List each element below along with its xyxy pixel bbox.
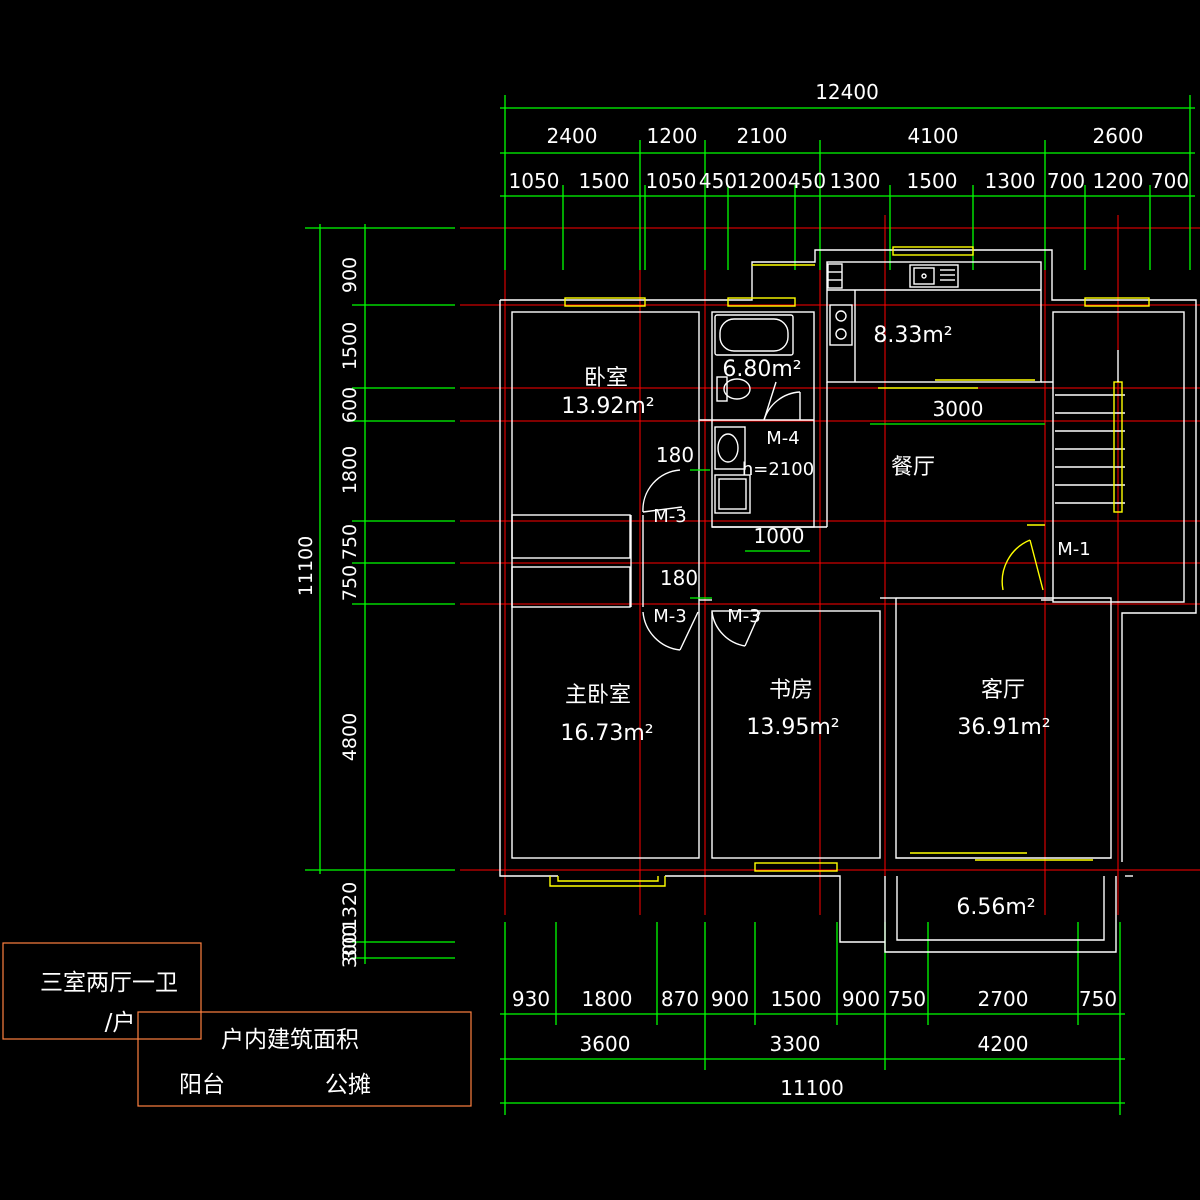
master-bedroom-area: 16.73m² (560, 721, 653, 746)
balcony-area: 6.56m² (956, 895, 1035, 920)
master-bedroom-name: 主卧室 (565, 683, 631, 708)
dim-top-fine-7: 1300 (830, 169, 881, 193)
area-table-box (137, 1011, 472, 1107)
dim-top-fine-8: 1500 (907, 169, 958, 193)
dim-top-mid-2: 1200 (647, 124, 698, 148)
washing-machine-icon (714, 474, 751, 514)
living-name: 客厅 (981, 678, 1025, 703)
dim-bottom-fine-3: 870 (661, 987, 699, 1011)
dim-top-fine-12: 700 (1151, 169, 1189, 193)
fridge-icon (827, 263, 843, 289)
sink-icon (909, 264, 959, 288)
dim-top-fine-2: 1500 (579, 169, 630, 193)
door-m1-label: M-1 (1057, 539, 1090, 560)
legend: 三室两厅一卫 /户 户内建筑面积 阳台 公摊 (2, 942, 472, 1107)
left-dimensions: 11100 900 1500 600 1800 750 750 4800 132… (295, 224, 455, 968)
dim-bottom-mid-2: 3300 (770, 1032, 821, 1056)
dim-bottom-fine-2: 1800 (582, 987, 633, 1011)
dim-bottom-fine-9: 750 (1079, 987, 1117, 1011)
dim-left-7: 4800 (339, 713, 361, 761)
dim-top-fine-5: 1200 (737, 169, 788, 193)
dim-left-4: 1800 (339, 446, 361, 494)
stove-icon (829, 304, 853, 346)
staircase-icon (1055, 350, 1125, 513)
dim-left-3: 600 (339, 387, 361, 423)
dim-top-fine-10: 700 (1047, 169, 1085, 193)
bedroom-name: 卧室 (584, 366, 628, 391)
unit-type-box (2, 942, 202, 1040)
door-swings (642, 381, 1045, 651)
dim-left-10: 300 (339, 925, 361, 961)
area-table-shared: 公摊 (325, 1072, 371, 1098)
living-area: 36.91m² (957, 715, 1050, 740)
door-labels: M-4 h=2100 M-3 M-3 M-3 M-1 (653, 428, 1090, 627)
unit-type-line1: 三室两厅一卫 (40, 970, 178, 996)
study-area: 13.95m² (746, 715, 839, 740)
area-table-balcony: 阳台 (179, 1072, 225, 1098)
dim-top-mid-4: 4100 (908, 124, 959, 148)
dining-name: 餐厅 (891, 455, 935, 480)
dim-bottom-fine-8: 2700 (978, 987, 1029, 1011)
bathroom-area: 6.80m² (722, 357, 801, 382)
windows (549, 246, 1150, 887)
dim-top-mid-5: 2600 (1093, 124, 1144, 148)
dim-left-8: 1320 (339, 882, 361, 930)
bedroom-area: 13.92m² (561, 394, 654, 419)
dim-hall-width: 1000 (754, 524, 805, 548)
area-table-title: 户内建筑面积 (221, 1027, 359, 1053)
dim-top-fine-1: 1050 (509, 169, 560, 193)
dim-bottom-total: 11100 (780, 1076, 844, 1100)
door-m4-height: h=2100 (742, 459, 814, 480)
inner-dimensions: 3000 1000 180 180 (656, 397, 1045, 599)
dim-bottom-fine-6: 900 (842, 987, 880, 1011)
dim-bottom-fine-7: 750 (888, 987, 926, 1011)
dim-left-total: 11100 (295, 536, 317, 596)
dim-top-total: 12400 (815, 80, 879, 104)
door-m3-bedroom-label: M-3 (653, 506, 686, 527)
dim-bottom-mid-3: 4200 (978, 1032, 1029, 1056)
dim-wall-b: 180 (660, 566, 698, 590)
dim-top-mid-3: 2100 (737, 124, 788, 148)
room-labels: 卧室 13.92m² 6.80m² 8.33m² 餐厅 主卧室 16.73m² … (560, 323, 1050, 920)
dim-top-fine-11: 1200 (1093, 169, 1144, 193)
wash-basin-icon (714, 426, 746, 470)
dim-bottom-fine-5: 1500 (771, 987, 822, 1011)
bathtub-icon (714, 314, 794, 356)
dim-top-fine-4: 450 (699, 169, 737, 193)
bottom-dimensions: 930 1800 870 900 1500 900 750 2700 750 3… (500, 922, 1125, 1115)
dim-left-5: 750 (339, 524, 361, 560)
dim-bottom-fine-4: 900 (711, 987, 749, 1011)
dim-top-mid-1: 2400 (547, 124, 598, 148)
study-name: 书房 (769, 678, 813, 703)
door-m3-study-label: M-3 (727, 606, 760, 627)
dim-top-fine-9: 1300 (985, 169, 1036, 193)
dim-left-6: 750 (339, 565, 361, 601)
fixtures (714, 263, 1125, 514)
dim-dining-width: 3000 (933, 397, 984, 421)
dim-top-fine-6: 450 (788, 169, 826, 193)
dim-wall-a: 180 (656, 443, 694, 467)
unit-type-line2: /户 (105, 1010, 136, 1036)
dim-left-1: 900 (339, 257, 361, 293)
dim-left-2: 1500 (339, 322, 361, 370)
dim-left-9: 300 (339, 932, 361, 968)
top-dimensions: 12400 2400 1200 2100 4100 2600 1050 1500… (500, 80, 1195, 270)
door-m4-label: M-4 (766, 428, 799, 449)
toilet-icon (716, 376, 751, 402)
dim-bottom-mid-1: 3600 (580, 1032, 631, 1056)
dim-bottom-fine-1: 930 (512, 987, 550, 1011)
walls (499, 249, 1197, 953)
kitchen-area: 8.33m² (873, 323, 952, 348)
door-m3-master-label: M-3 (653, 606, 686, 627)
axis-grid (460, 215, 1200, 915)
dim-top-fine-3: 1050 (646, 169, 697, 193)
